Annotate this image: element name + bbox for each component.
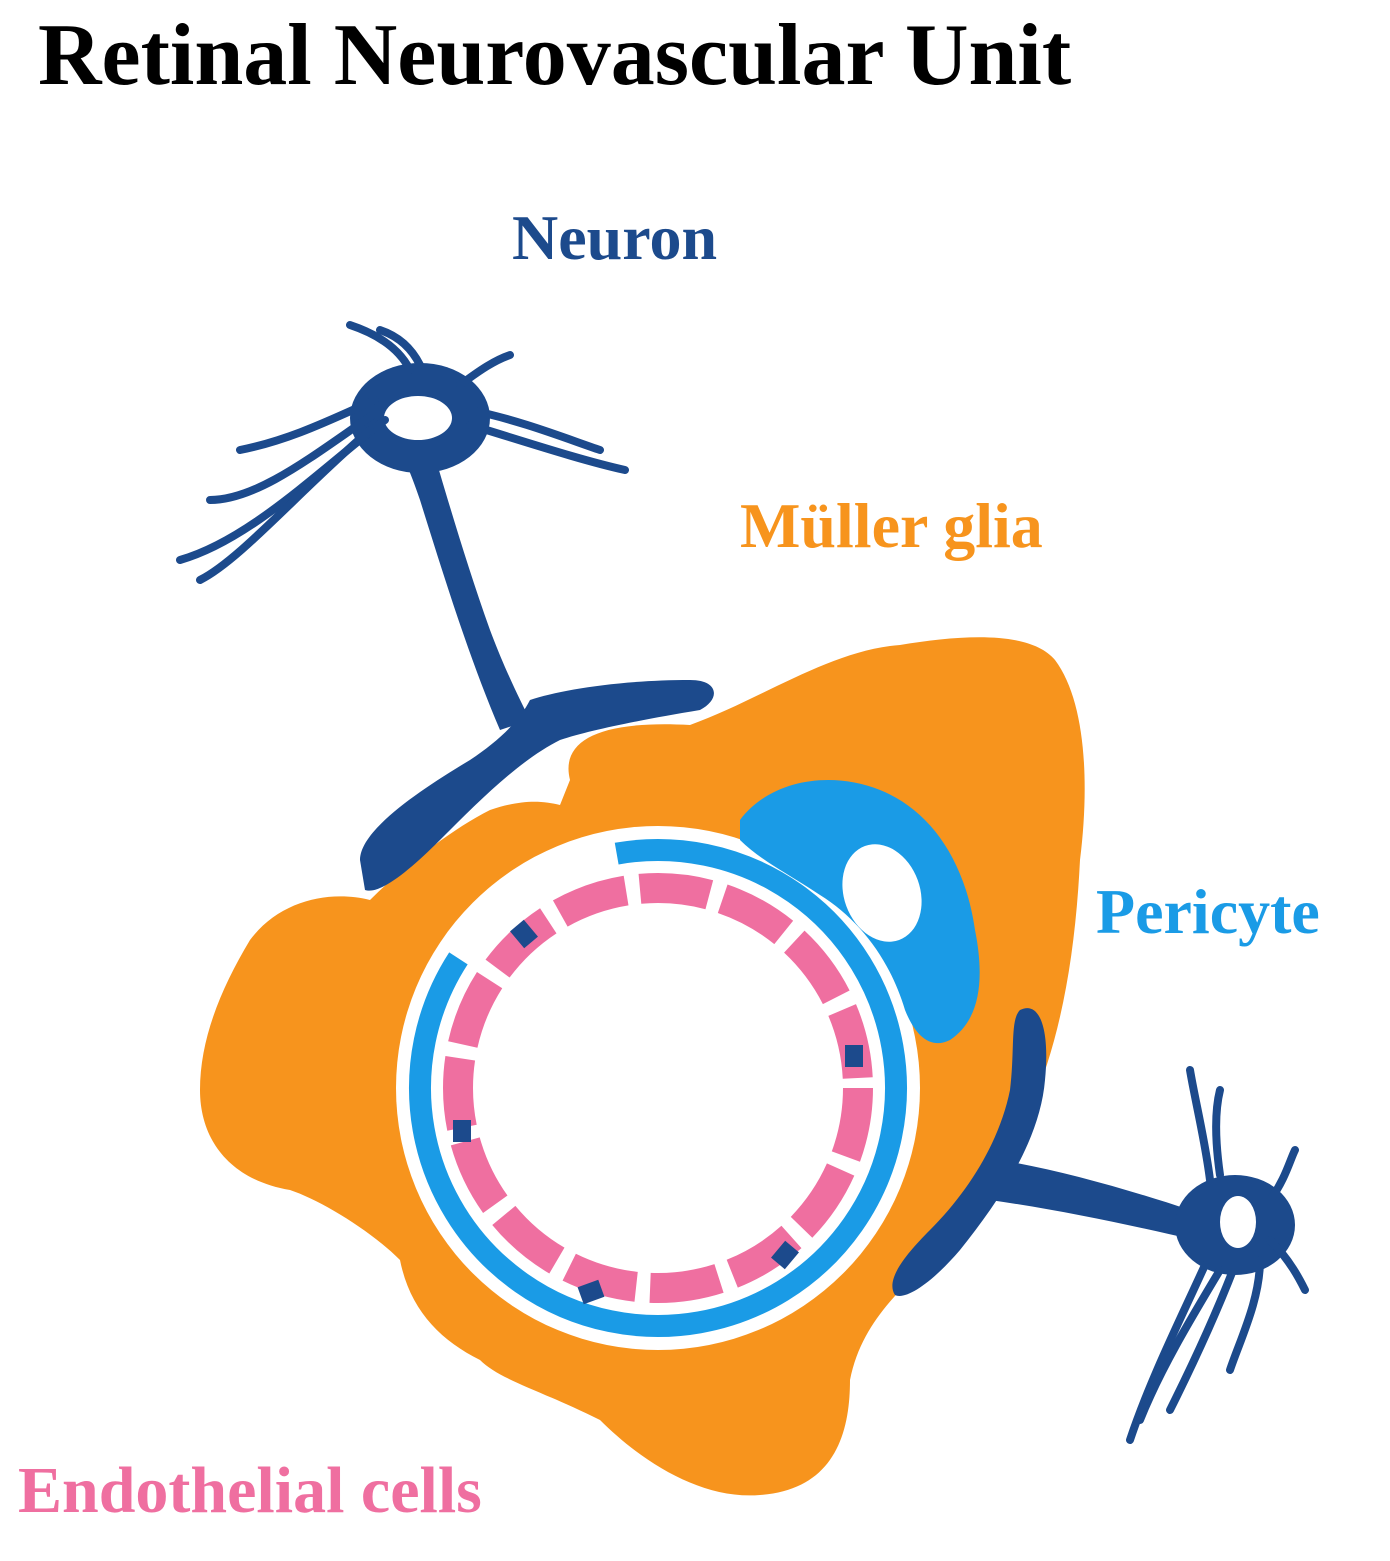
tight-junctions <box>453 919 863 1305</box>
muller-glia-label: Müller glia <box>740 490 1043 561</box>
vessel-lumen <box>478 908 838 1268</box>
endothelial-cells-label: Endothelial cells <box>18 1454 482 1527</box>
neuron-cell-lower <box>892 1008 1309 1444</box>
neuron-cell-upper <box>176 321 714 891</box>
pericyte-label: Pericyte <box>1096 876 1320 947</box>
endothelial-cells <box>443 873 873 1303</box>
pericyte-cell <box>409 839 907 1337</box>
diagram-title: Retinal Neurovascular Unit <box>38 7 1072 104</box>
neuron-label: Neuron <box>512 202 718 273</box>
pericyte-nucleus <box>842 844 922 942</box>
